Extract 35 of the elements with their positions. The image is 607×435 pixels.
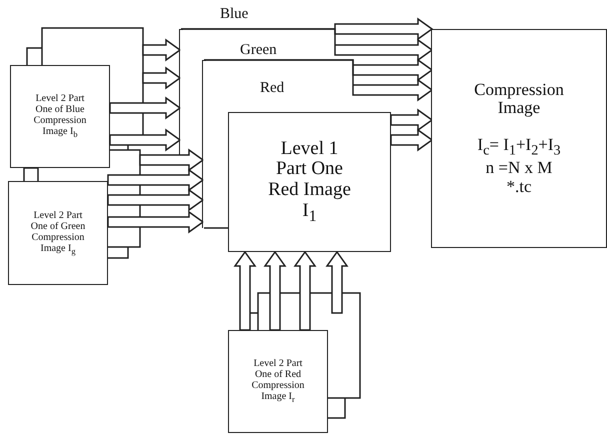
process-box <box>228 330 328 433</box>
block-arrow <box>326 250 348 314</box>
process-box <box>10 65 110 168</box>
color-label: Green <box>240 42 277 59</box>
box-label: Compression Image <box>473 80 565 118</box>
block-arrow <box>180 28 434 62</box>
box-label: Level 2 Part One of Red Compression Image I$_{r}$ <box>250 358 306 405</box>
box-label: Level 2 Part One of Blue Compression Image I$_{b}$ <box>32 93 88 140</box>
formula-text: *.tc <box>505 178 533 196</box>
color-label: Red <box>260 80 284 97</box>
block-arrow <box>107 168 204 192</box>
block-arrow <box>234 250 256 331</box>
block-arrow <box>264 250 286 331</box>
box-label: Level 1 Part One Red Image I$_{1}$ <box>267 138 352 226</box>
block-arrow <box>109 128 182 152</box>
process-box <box>228 112 391 252</box>
connector-line <box>204 227 228 229</box>
color-label: Blue <box>220 6 248 23</box>
bus-bar <box>202 60 206 228</box>
formula-text: n =N x M <box>484 158 554 178</box>
block-arrow <box>107 210 204 234</box>
block-arrow <box>390 128 434 152</box>
block-arrow <box>139 148 204 172</box>
formula-text: I$_{c}$= I$_{1}$+I$_{2}$+I$_{3}$ <box>476 136 562 159</box>
block-arrow <box>390 108 434 132</box>
block-arrow <box>107 188 204 212</box>
block-arrow <box>142 66 182 90</box>
box-label: Level 2 Part One of Green Compression Image I$_{g}$ <box>30 210 86 256</box>
block-arrow <box>142 38 182 62</box>
process-box <box>431 29 607 248</box>
block-arrow <box>203 59 434 102</box>
block-arrow <box>294 250 316 331</box>
process-box <box>8 181 108 285</box>
block-arrow <box>109 96 182 120</box>
bus-bar <box>179 29 183 155</box>
